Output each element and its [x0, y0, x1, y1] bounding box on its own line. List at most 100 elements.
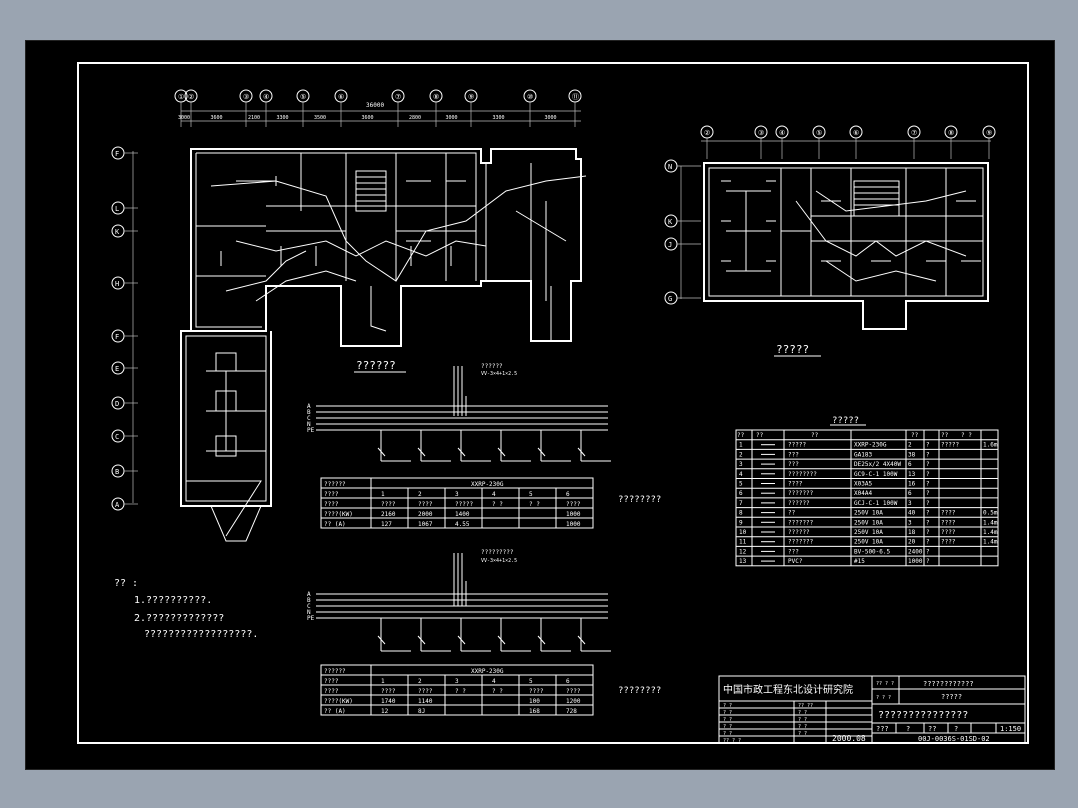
- legend-cell: ???????: [788, 539, 814, 546]
- axis-label: ②: [188, 93, 194, 101]
- legend-cell: ?: [926, 461, 930, 468]
- axis-label: ⑥: [338, 93, 344, 101]
- legend-cell: 10: [739, 529, 747, 536]
- title-block-label: ? ?: [723, 724, 732, 730]
- title-block: ? ?? ?? ?? ?? ??? ? ??? ??? ?? ?? ?? ? 中…: [718, 675, 1026, 744]
- table-cell: 3: [455, 491, 459, 498]
- table-row-label: ??????: [324, 668, 346, 675]
- table-cell: 6: [566, 491, 570, 498]
- table-border: [320, 664, 594, 716]
- axis-label: ⑦: [911, 129, 917, 137]
- axis-label: K: [115, 228, 120, 236]
- feeder-breaker: [417, 447, 426, 457]
- title-block-label: ? ?: [798, 717, 807, 723]
- left-plan-title: ??????: [356, 359, 396, 372]
- drawing-frame: [77, 62, 1029, 744]
- axis-label: ⑧: [433, 93, 439, 101]
- title-block-label: ? ?: [723, 703, 732, 709]
- table-cell: 728: [566, 708, 577, 715]
- feeder-breaker: [457, 447, 466, 457]
- table-row-label: ?? (A): [324, 521, 346, 528]
- title-block-label: ? ?: [798, 710, 807, 716]
- legend-cell: GCJ-C-1 100W: [854, 500, 898, 507]
- axis-label: F: [115, 150, 119, 158]
- bus-label: C: [307, 603, 311, 610]
- bus-label: N: [307, 421, 311, 428]
- legend-header: ??: [737, 432, 745, 439]
- feeder-breaker: [377, 635, 386, 645]
- legend-cell: 16: [908, 481, 916, 488]
- legend-cell: ???: [788, 461, 799, 468]
- axis-label: G: [668, 295, 672, 303]
- title-block-cell: ??: [928, 725, 936, 733]
- title-block-label: ? ?: [723, 731, 732, 737]
- panel1-top-label: ??????: [481, 363, 503, 370]
- legend-cell: ?: [926, 548, 930, 555]
- legend-cell: ?: [926, 500, 930, 507]
- axis-label: C: [115, 433, 119, 441]
- dimension-text: 3000: [446, 115, 458, 121]
- bus-label: PE: [307, 615, 315, 622]
- axis-label: ③: [758, 129, 764, 137]
- table-row-label: ????: [324, 678, 339, 685]
- axis-label: A: [115, 501, 120, 509]
- table-cell: 1740: [381, 698, 396, 705]
- panel2-feeders: [377, 618, 611, 652]
- axis-label: N: [668, 163, 672, 171]
- legend-cell: ?????: [788, 442, 806, 449]
- table-cell: 127: [381, 521, 392, 528]
- legend-cell: 1.4m: [983, 529, 998, 536]
- axis-label: F: [115, 333, 119, 341]
- note-line-1: 1.??????????.: [134, 595, 212, 606]
- legend-header: ? ?: [961, 432, 972, 439]
- table-row-label: ????: [324, 491, 339, 498]
- legend-cell: #15: [854, 558, 865, 565]
- legend-cell: 1.6m: [983, 442, 998, 449]
- dimension-text: 3000: [545, 115, 557, 121]
- legend-cell: 3: [739, 461, 743, 468]
- axis-label: ⑤: [816, 129, 822, 137]
- legend-cell: X04A4: [854, 490, 872, 497]
- table-row-label: ??????: [324, 481, 346, 488]
- panel2-side-note: ????????: [618, 686, 661, 696]
- table-cell: 5: [529, 678, 533, 685]
- legend-cell: ????: [941, 539, 956, 546]
- legend-cell: 20: [908, 539, 916, 546]
- table-cell: ? ?: [455, 688, 466, 695]
- table-cell: 2000: [418, 511, 433, 518]
- legend-cell: ?: [926, 510, 930, 517]
- table-cell: 3: [455, 678, 459, 685]
- table-cell: 1000: [566, 511, 581, 518]
- title-block-label: ? ?: [723, 710, 732, 716]
- panel2-top-label: ?????????: [481, 549, 514, 556]
- legend-cell: 6: [908, 461, 912, 468]
- axis-label: L: [115, 205, 119, 213]
- table-cell: ? ?: [492, 688, 503, 695]
- legend-cell: ???: [788, 451, 799, 458]
- table-row-label: ????(KW): [324, 511, 353, 518]
- title-block-cell: ?: [906, 725, 910, 733]
- institute-name: 中国市政工程东北设计研究院: [723, 683, 853, 696]
- axis-label: D: [115, 400, 119, 408]
- project-sub: ?????: [941, 693, 962, 701]
- title-block-label: ? ?: [723, 717, 732, 723]
- legend-cell: ??: [788, 510, 796, 517]
- table-border: [320, 477, 594, 529]
- legend-cell: 250V 10A: [854, 529, 883, 536]
- legend-cell: 1000: [908, 558, 923, 565]
- legend-cell: BV-500-6.5: [854, 548, 891, 555]
- notes-heading: ?? :: [114, 578, 138, 589]
- table-cell: ????: [418, 688, 433, 695]
- dimension-text: 3300: [277, 115, 289, 121]
- axis-label: ③: [243, 93, 249, 101]
- legend-cell: DE25x/2 4X40W: [854, 461, 901, 468]
- axis-label: ②: [704, 129, 710, 137]
- project-name: ????????????: [923, 680, 974, 688]
- legend-cell: ?: [926, 481, 930, 488]
- table-cell: 168: [529, 708, 540, 715]
- legend-cell: GA183: [854, 451, 872, 458]
